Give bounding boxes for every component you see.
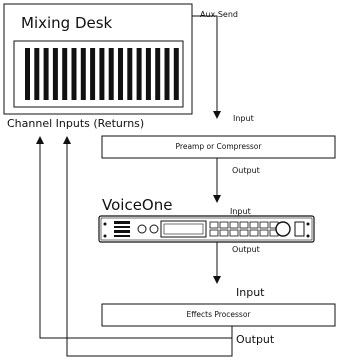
voiceone-button [249, 229, 259, 237]
fader [173, 48, 179, 100]
fader [34, 48, 40, 100]
preamp-box [101, 135, 336, 159]
fader [71, 48, 77, 100]
preamp-label: Preamp or Compressor [175, 142, 262, 151]
aux-send-label: Aux Send [200, 10, 238, 19]
input-label-2: Input [230, 207, 251, 216]
output-label-1: Output [232, 166, 260, 175]
voiceone-button [259, 229, 269, 237]
output-label-2: Output [232, 245, 260, 254]
effects-label: Effects Processor [186, 310, 251, 319]
fader [118, 48, 123, 100]
voiceone-button [219, 229, 229, 237]
fader [52, 48, 58, 100]
fader [62, 48, 68, 100]
fader [99, 48, 105, 100]
effects-box [101, 303, 336, 327]
fader [155, 48, 161, 100]
fader [43, 48, 49, 100]
voiceone-button [229, 221, 239, 229]
channel-inputs-label: Channel Inputs (Returns) [7, 117, 145, 130]
input-label-3: Input [236, 286, 265, 299]
fader-group [25, 48, 179, 100]
voiceone-button [249, 221, 259, 229]
fader [108, 48, 114, 100]
voiceone-button [209, 229, 219, 237]
fader [90, 48, 96, 100]
output-label-3: Output [236, 333, 275, 346]
voiceone-button [219, 221, 229, 229]
fader [127, 48, 133, 100]
voiceone-label: VoiceOne [102, 196, 173, 214]
input-label-1: Input [233, 114, 254, 123]
fader [25, 48, 30, 100]
voiceone-unit [98, 215, 315, 243]
fader [145, 48, 151, 100]
voiceone-button [259, 221, 269, 229]
return-line-2 [63, 136, 233, 357]
fader-panel [13, 40, 184, 108]
fader [164, 48, 170, 100]
fader [136, 48, 142, 100]
voiceone-button [239, 229, 249, 237]
voiceone-button [209, 221, 219, 229]
voiceone-button [239, 221, 249, 229]
aux-send-arrow [192, 15, 221, 119]
mixing-desk-label: Mixing Desk [21, 14, 113, 32]
fader [80, 48, 86, 100]
voiceone-button [229, 229, 239, 237]
